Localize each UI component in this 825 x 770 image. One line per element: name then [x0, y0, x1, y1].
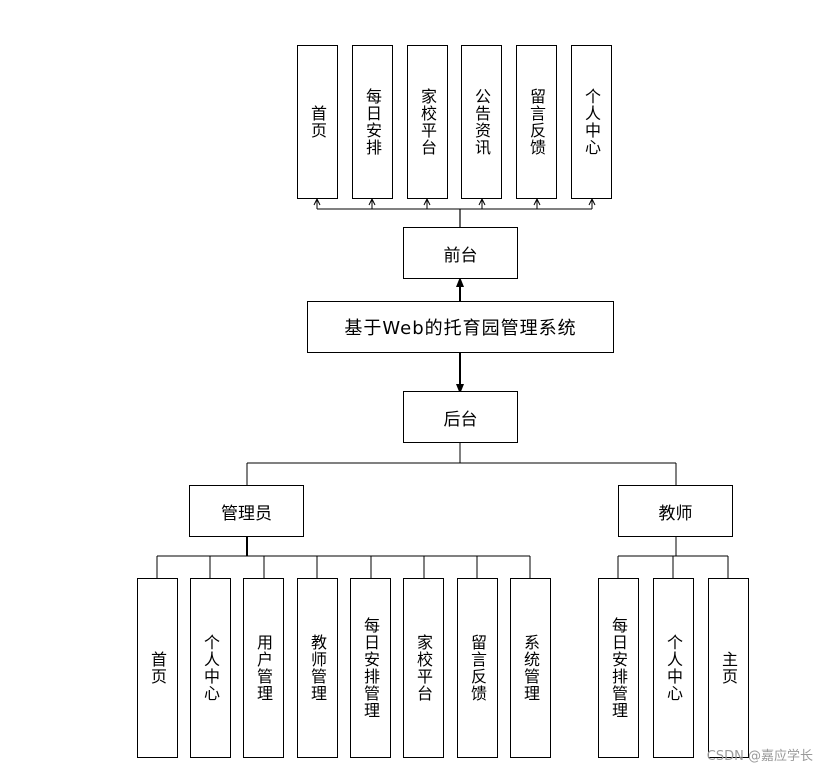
admin-item-system-management: 系统管理 [510, 578, 551, 758]
front-item-announcements: 公告资讯 [461, 45, 502, 199]
front-item-home: 首页 [297, 45, 338, 199]
watermark: CSDN @嘉应学长 [706, 749, 813, 764]
admin-item-label: 个人中心 [201, 634, 220, 702]
front-node-label: 前台 [443, 245, 478, 266]
admin-item-label: 家校平台 [414, 634, 433, 702]
admin-node: 管理员 [189, 485, 304, 537]
front-item-home-school: 家校平台 [407, 45, 448, 199]
front-item-label: 个人中心 [582, 88, 601, 156]
admin-node-label: 管理员 [221, 503, 272, 524]
admin-item-label: 每日安排管理 [361, 617, 380, 719]
teacher-item-label: 个人中心 [664, 634, 683, 702]
teacher-item-label: 主页 [719, 651, 738, 685]
admin-item-daily-schedule-management: 每日安排管理 [350, 578, 391, 758]
admin-item-home-school: 家校平台 [403, 578, 444, 758]
admin-item-teacher-management: 教师管理 [297, 578, 338, 758]
admin-item-personal-center: 个人中心 [190, 578, 231, 758]
teacher-item-label: 每日安排管理 [609, 617, 628, 719]
admin-item-label: 首页 [148, 651, 167, 685]
teacher-node-label: 教师 [658, 503, 693, 524]
admin-item-user-management: 用户管理 [243, 578, 284, 758]
front-item-label: 家校平台 [418, 88, 437, 156]
root-node-label: 基于Web的托育园管理系统 [344, 318, 577, 339]
front-item-label: 每日安排 [363, 88, 382, 156]
teacher-item-homepage: 主页 [708, 578, 749, 758]
front-node: 前台 [403, 227, 518, 279]
admin-item-home: 首页 [137, 578, 178, 758]
teacher-node: 教师 [618, 485, 733, 537]
front-item-label: 留言反馈 [527, 88, 546, 156]
front-item-personal-center: 个人中心 [571, 45, 612, 199]
front-item-daily-schedule: 每日安排 [352, 45, 393, 199]
admin-item-label: 用户管理 [254, 634, 273, 702]
admin-item-feedback: 留言反馈 [457, 578, 498, 758]
back-node-label: 后台 [443, 409, 478, 430]
back-node: 后台 [403, 391, 518, 443]
front-item-feedback: 留言反馈 [516, 45, 557, 199]
root-node: 基于Web的托育园管理系统 [307, 301, 614, 353]
admin-item-label: 系统管理 [521, 634, 540, 702]
admin-item-label: 留言反馈 [468, 634, 487, 702]
teacher-item-daily-schedule-management: 每日安排管理 [598, 578, 639, 758]
teacher-item-personal-center: 个人中心 [653, 578, 694, 758]
front-item-label: 首页 [308, 105, 327, 139]
admin-item-label: 教师管理 [308, 634, 327, 702]
front-item-label: 公告资讯 [472, 88, 491, 156]
